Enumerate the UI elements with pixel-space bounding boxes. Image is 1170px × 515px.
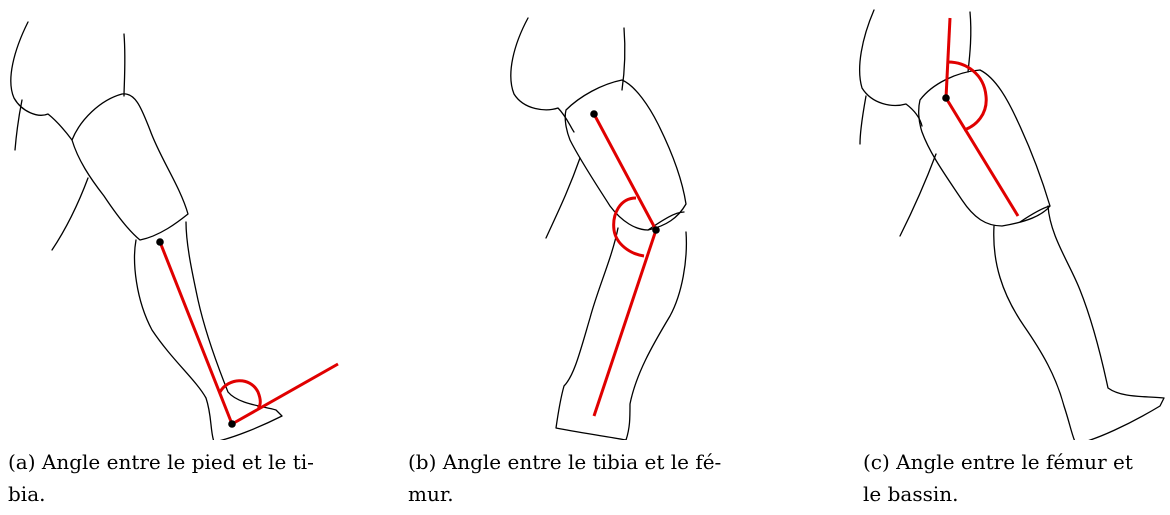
caption-b-line2: mur. bbox=[408, 478, 721, 510]
hip-joint-dot bbox=[942, 94, 950, 102]
foot-segment bbox=[232, 364, 338, 424]
figure-a: (a) Angle entre le pied et le ti- bia. bbox=[0, 0, 390, 515]
leg-diagram-c bbox=[780, 0, 1170, 440]
caption-b-line1: (b) Angle entre le tibia et le fé- bbox=[408, 446, 721, 478]
angle-arc-a bbox=[220, 381, 260, 408]
torso-line bbox=[124, 34, 125, 96]
back-line bbox=[860, 96, 866, 144]
thigh-rear-line bbox=[546, 158, 580, 238]
knee-joint-dot bbox=[156, 238, 164, 246]
shin-outline bbox=[994, 206, 1164, 440]
caption-c-line1: (c) Angle entre le fémur et bbox=[863, 446, 1133, 478]
angle-arc-b bbox=[614, 198, 644, 256]
figure-caption-b: (b) Angle entre le tibia et le fé- mur. bbox=[408, 446, 721, 510]
leg-diagram-a bbox=[0, 0, 390, 440]
pelvis-segment bbox=[946, 18, 950, 98]
leg-diagram-b bbox=[390, 0, 780, 440]
caption-a-line1: (a) Angle entre le pied et le ti- bbox=[8, 446, 314, 478]
figure-caption-a: (a) Angle entre le pied et le ti- bia. bbox=[8, 446, 314, 510]
caption-c-line2: le bassin. bbox=[863, 478, 1133, 510]
tibia-segment bbox=[160, 242, 232, 424]
hip-outline bbox=[860, 10, 922, 126]
figure-caption-c: (c) Angle entre le fémur et le bassin. bbox=[863, 446, 1133, 510]
femur-segment bbox=[594, 114, 656, 230]
hip-outline bbox=[511, 18, 574, 132]
thigh-outline bbox=[72, 94, 188, 240]
figure-c: (c) Angle entre le fémur et le bassin. bbox=[780, 0, 1170, 515]
thigh-rear-line bbox=[900, 154, 936, 236]
tibia-segment bbox=[594, 230, 656, 416]
figure-b: (b) Angle entre le tibia et le fé- mur. bbox=[390, 0, 780, 515]
thigh-rear-line bbox=[52, 178, 88, 250]
back-line bbox=[15, 100, 22, 150]
thigh-outline bbox=[565, 80, 686, 230]
knee-joint-dot bbox=[652, 226, 660, 234]
ankle-joint-dot bbox=[228, 420, 236, 428]
hip-joint-dot bbox=[590, 110, 598, 118]
torso-line bbox=[968, 12, 971, 72]
hip-outline bbox=[11, 22, 72, 140]
knee-cap-line bbox=[1020, 206, 1050, 222]
caption-a-line2: bia. bbox=[8, 478, 314, 510]
